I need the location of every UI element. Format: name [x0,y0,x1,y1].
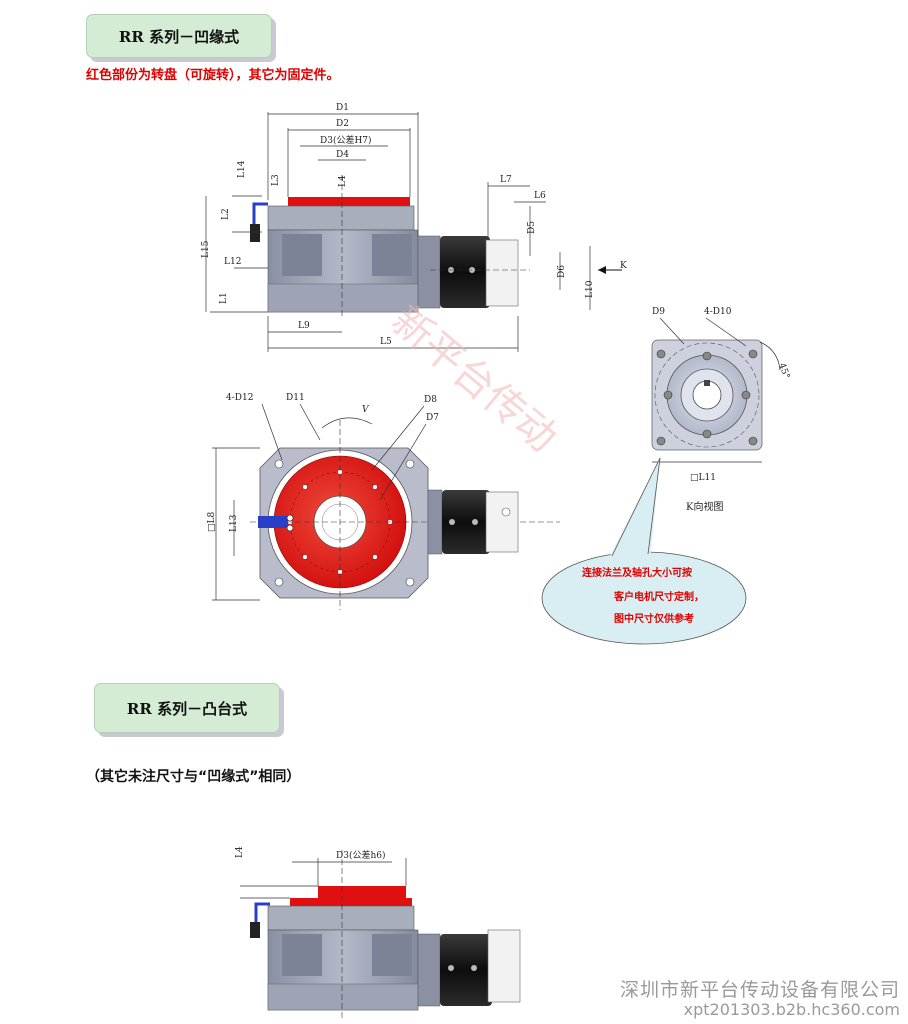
dim-D3-h6: D3(公差h6) [336,849,386,861]
dim-D1: D1 [336,103,349,113]
turntable-boss [318,886,406,898]
dim-L15: L15 [201,240,211,258]
k-view-title: K向视图 [686,500,723,513]
dim-L11: □L11 [690,473,716,483]
site-url: xpt201303.b2b.hc360.com [683,1000,900,1019]
callout-bubble: 连接法兰及轴孔大小可按 客户电机尺寸定制， 图中尺寸仅供参考 [541,457,747,645]
dim-D4: D4 [336,150,349,160]
dim-D10: 4-D10 [704,307,732,317]
dim-V: V [362,405,370,415]
dim-L10: L10 [585,280,595,298]
dim-L4: L4 [338,175,348,187]
dim-D12: 4-D12 [226,393,253,403]
dim-D2: D2 [336,119,349,129]
dim-45deg: 45° [776,362,791,380]
dim-L7: L7 [500,175,512,185]
dim-L12: L12 [224,257,241,267]
dim-L6: L6 [534,191,546,201]
dim-L1: L1 [219,292,229,304]
motor-flange [417,235,441,309]
section-title-convex: RR 系列－凸台式 [94,683,280,733]
dim-L9: L9 [298,321,310,331]
dim-D6: D6 [557,265,567,278]
company-name: 深圳市新平台传动设备有限公司 [619,979,900,1001]
sensor-bracket [252,202,268,224]
motor-end-cap [485,239,519,307]
turntable-top [288,197,410,206]
convex-side-view: D3(公差h6) L4 [235,846,521,1020]
k-arrow-label: K [620,261,627,271]
dim-L3: L3 [271,174,281,186]
callout-line-3: 图中尺寸仅供参考 [614,612,694,625]
red-parts-note: 红色部份为转盘（可旋转），其它为固定件。 [86,68,340,83]
dim-D8: D8 [424,395,437,405]
dim-L4-bottom: L4 [235,846,245,858]
other-dims-note: （其它未注尺寸与“凹缘式”相同） [86,769,301,785]
motor [440,236,490,308]
dim-D11: D11 [286,393,305,403]
callout-line-1: 连接法兰及轴孔大小可按 [582,566,692,579]
dim-L5: L5 [380,337,392,347]
dim-L13: L13 [229,514,239,532]
k-view: D9 4-D10 45° □L11 K向视图 [651,307,791,513]
side-view: D1 D2 D3(公差H7) D4 L4 L3 L14 L2 L15 L12 L… [201,103,627,352]
dim-D5: D5 [527,221,537,234]
callout-line-2: 客户电机尺寸定制， [613,590,704,603]
dim-L14: L14 [237,160,247,178]
dim-L2: L2 [221,208,231,220]
watermark: 新平台传动 [383,298,566,462]
top-cap [267,205,415,231]
plan-view: 4-D12 D11 V D8 D7 □L8 L13 [207,393,560,610]
dim-L8: □L8 [207,512,217,532]
section-title-concave: RR 系列－凹缘式 [86,14,272,58]
dim-D3: D3(公差H7) [320,134,372,146]
dim-D7: D7 [426,413,439,423]
dim-D9: D9 [652,307,665,317]
